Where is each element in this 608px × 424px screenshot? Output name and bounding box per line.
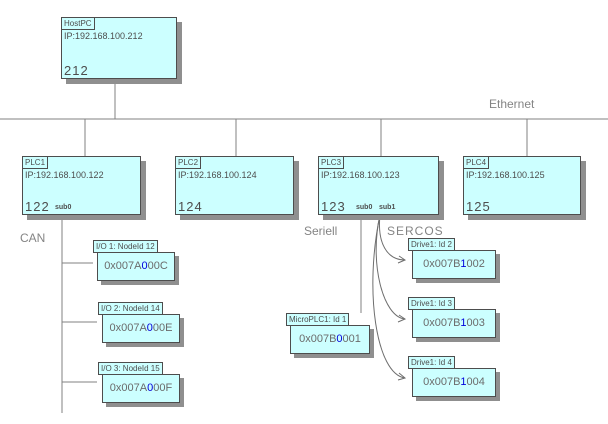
plc3-title-tag: PLC3 — [318, 156, 345, 169]
sercos-drive3-value-pre: 0x007B — [423, 317, 461, 329]
plc1-ip: IP:192.168.100.122 — [25, 170, 104, 180]
sercos-drive4-value-highlight: 1 — [460, 376, 467, 388]
can-io2-value-highlight: 0 — [146, 322, 153, 334]
microplc1-title: MicroPLC1: Id 1 — [286, 313, 350, 326]
can-io1-value-pre: 0x007A — [104, 260, 142, 272]
plc3-box[interactable]: PLC3 IP:192.168.100.123 123 sub0 sub1 — [318, 156, 439, 215]
sercos-drive2-value-pre: 0x007B — [423, 258, 461, 270]
sercos-drive3-value-post: 003 — [466, 317, 485, 329]
can-io2-value: 0x007A000E — [102, 314, 180, 343]
sercos-curve-3 — [372, 214, 406, 379]
plc1-sub0-port[interactable]: sub0 — [55, 204, 72, 211]
plc4-station-number: 125 — [466, 199, 491, 214]
can-io1-value: 0x007A000C — [97, 252, 175, 281]
can-io3-value: 0x007A000F — [102, 374, 180, 403]
plc3-sub1-port[interactable]: sub1 — [379, 204, 396, 211]
bus-label-seriell: Seriell — [304, 224, 338, 238]
microplc1-value: 0x007B0001 — [290, 325, 370, 354]
sercos-drive2-value: 0x007B1002 — [412, 250, 496, 279]
sercos-drive4-value-pre: 0x007B — [423, 376, 461, 388]
sercos-drive4-value-post: 004 — [466, 376, 485, 388]
sercos-drive3-title: Drive1: Id 3 — [408, 297, 455, 310]
plc4-title-tag: PLC4 — [463, 156, 490, 169]
sercos-arrow-3 — [397, 372, 407, 381]
plc1-station-number: 122 — [25, 199, 50, 214]
can-io2-value-pre: 0x007A — [109, 322, 147, 334]
plc1-box[interactable]: PLC1 IP:192.168.100.122 122 sub0 — [22, 156, 141, 215]
can-io1-value-post: 00C — [147, 260, 168, 272]
can-io3-value-highlight: 0 — [147, 382, 154, 394]
bus-label-ethernet: Ethernet — [489, 97, 535, 111]
plc4-box[interactable]: PLC4 IP:192.168.100.125 125 — [463, 156, 581, 215]
plc2-title-tag: PLC2 — [175, 156, 202, 169]
microplc1-value-pre: 0x007B — [299, 333, 337, 345]
sercos-drive2-value-post: 002 — [466, 258, 485, 270]
can-io1-title: I/O 1: NodeId 12 — [93, 240, 158, 253]
can-io2-value-post: 00E — [152, 322, 173, 334]
can-io3-value-post: 00F — [153, 382, 173, 394]
sercos-drive4-title: Drive1: Id 4 — [408, 356, 455, 369]
sercos-drive2-value-highlight: 1 — [460, 258, 467, 270]
sercos-drive3-value-highlight: 1 — [460, 317, 467, 329]
plc2-box[interactable]: PLC2 IP:192.168.100.124 124 — [175, 156, 294, 215]
hostpc-box[interactable]: HostPC IP:192.168.100.212 212 — [61, 17, 177, 79]
bus-label-sercos: SERCOS — [387, 224, 444, 238]
sercos-arrow-2 — [397, 314, 407, 323]
hostpc-ip: IP:192.168.100.212 — [64, 31, 143, 41]
can-io2-title: I/O 2: NodeId 14 — [98, 302, 163, 315]
can-io3-value-pre: 0x007A — [109, 382, 148, 394]
plc2-ip: IP:192.168.100.124 — [178, 170, 257, 180]
sercos-drive3-value: 0x007B1003 — [412, 309, 496, 338]
sercos-curve-1 — [378, 214, 406, 261]
sercos-arrow-1 — [397, 255, 407, 264]
hostpc-title-tag: HostPC — [61, 17, 95, 30]
sercos-drive2-title: Drive1: Id 2 — [408, 238, 455, 251]
plc3-sub0-port[interactable]: sub0 — [356, 204, 373, 211]
can-io3-title: I/O 3: NodeId 15 — [98, 362, 163, 375]
plc1-title-tag: PLC1 — [22, 156, 49, 169]
hostpc-station-number: 212 — [64, 63, 89, 78]
plc4-ip: IP:192.168.100.125 — [466, 170, 545, 180]
plc3-station-number: 123 — [321, 199, 346, 214]
plc2-station-number: 124 — [178, 199, 203, 214]
sercos-drive4-value: 0x007B1004 — [412, 368, 496, 397]
bus-label-can: CAN — [20, 231, 46, 245]
microplc1-value-highlight: 0 — [336, 333, 343, 345]
plc3-ip: IP:192.168.100.123 — [321, 170, 400, 180]
microplc1-value-post: 001 — [342, 333, 361, 345]
can-io1-value-highlight: 0 — [141, 260, 148, 272]
